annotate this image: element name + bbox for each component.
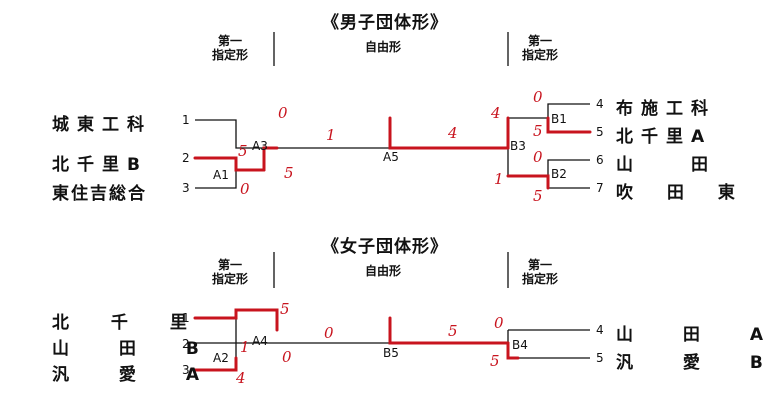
women-right-seed-5: 5 [596,351,604,365]
men-score-a3-bottom: 5 [284,164,294,182]
women-left-header: 第一 指定形 [212,258,249,286]
women-score-b5-left: 0 [324,324,334,342]
men-score-b2-bottom: 5 [533,187,543,205]
men-right-seed-4: 4 [596,97,604,111]
men-score-b3-top: 4 [491,104,501,122]
women-win-a2 [193,356,238,372]
men-right-team-5: 北千里A [616,127,713,147]
women-center-header: 自由形 [365,264,402,278]
men-win-final-right [388,116,510,150]
men-score-a5-right: 4 [448,124,458,142]
men-line-seed1 [195,119,277,149]
men-win-a3 [262,146,279,172]
men-match-a5: A5 [383,150,399,164]
women-score-a2-bottom: 4 [236,369,246,387]
women-win-b4 [506,341,520,360]
men-score-a3-top: 0 [278,104,288,122]
men-score-b3-bottom: 1 [494,170,504,188]
men-center-header: 自由形 [365,40,402,54]
men-right-seed-6: 6 [596,153,604,167]
men-title: 《男子団体形》 [322,13,448,33]
women-title: 《女子団体形》 [322,237,448,257]
women-left-team-1: 北 千 里 [52,313,205,333]
men-right-seed-5: 5 [596,125,604,139]
women-score-b4-bottom: 5 [490,352,500,370]
men-right-seed-7: 7 [596,181,604,195]
men-win-b2 [506,174,550,190]
women-left-team-2: 山 田 B [52,339,221,359]
men-line-seed6 [547,159,590,176]
men-match-b1: B1 [551,112,567,126]
men-score-b1-top: 0 [533,88,543,106]
men-left-team-3: 東住吉総合 [52,184,147,204]
men-right-header: 第一 指定形 [522,34,559,62]
men-score-a5-left: 1 [326,126,336,144]
men-win-seed2 [193,156,266,172]
men-win-b1 [546,116,592,134]
women-match-a2: A2 [213,351,229,365]
men-left-seed-3: 3 [182,181,190,195]
men-score-b1-bottom: 5 [533,122,543,140]
men-right-team-4: 布施工科 [616,99,716,119]
men-score-a1-top: 5 [238,142,248,160]
men-match-a3: A3 [252,139,268,153]
men-right-team-6: 山 田 [616,155,716,175]
women-right-team-4: 山 田 A [616,325,784,345]
women-left-seed-3: 3 [182,363,190,377]
women-score-a4-bottom: 0 [282,348,292,366]
men-left-seed-1: 1 [182,113,190,127]
men-left-seed-2: 2 [182,151,190,165]
women-score-a4-top: 5 [280,300,290,318]
men-score-a1-bottom: 0 [240,180,250,198]
women-right-seed-4: 4 [596,323,604,337]
women-match-a4: A4 [252,334,268,348]
men-match-b3: B3 [510,139,526,153]
women-left-team-3: 汎 愛 A [52,365,221,385]
women-win-final [388,316,510,345]
women-win-seed1 [193,308,279,332]
women-line-a4 [235,318,277,344]
men-left-team-1: 城東工科 [52,115,152,135]
men-right-team-7: 吹 田 東 [616,183,749,203]
women-left-seed-2: 2 [182,337,190,351]
men-left-header: 第一 指定形 [212,34,249,62]
men-line-seed4 [547,103,590,118]
men-match-a1: A1 [213,168,229,182]
men-left-team-2: 北千里B [52,155,148,175]
women-match-b4: B4 [512,338,528,352]
men-score-b2-top: 0 [533,148,543,166]
men-match-b2: B2 [551,167,567,181]
women-score-b4-top: 0 [494,314,504,332]
women-score-b5-right: 5 [448,322,458,340]
women-right-team-5: 汎 愛 B [616,353,784,373]
women-right-header: 第一 指定形 [522,258,559,286]
women-left-seed-1: 1 [182,311,190,325]
women-score-a2-top: 1 [240,338,250,356]
women-match-b5: B5 [383,346,399,360]
